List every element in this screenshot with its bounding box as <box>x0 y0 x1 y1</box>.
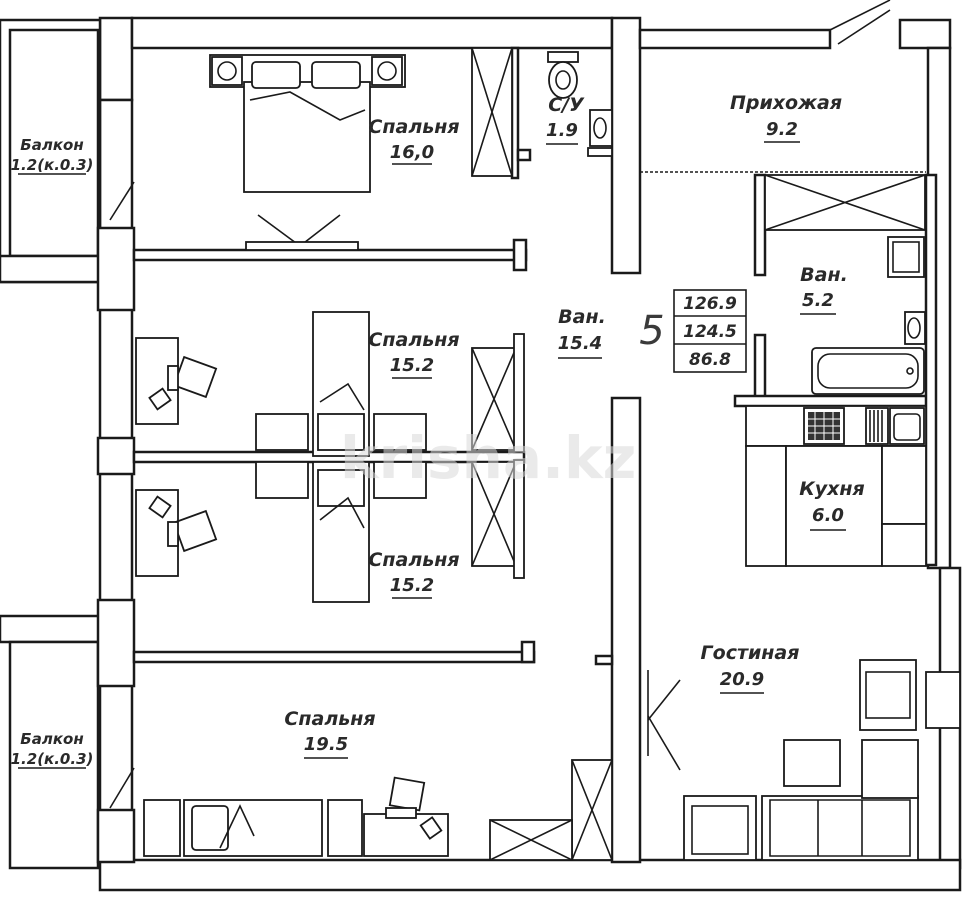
living-room-name: Гостиная <box>701 642 800 664</box>
rooms-count: 5 <box>639 308 664 354</box>
bath-big-name: Ван. <box>558 306 606 328</box>
kitchen-area: 6.0 <box>812 505 844 526</box>
balcony-bottom-name: Балкон <box>20 730 83 748</box>
bedroom-3-furniture <box>135 459 525 603</box>
kitchen-name: Кухня <box>799 478 865 500</box>
bedroom-2-furniture <box>135 311 525 457</box>
balcony-top-area: 1.2(к.0.3) <box>11 156 94 174</box>
bedroom-4-name: Спальня <box>284 708 375 730</box>
balcony-top <box>0 18 102 284</box>
wc-fixtures <box>547 51 613 157</box>
wall-top-right <box>638 28 832 50</box>
wall-center-top <box>610 16 642 275</box>
wall-bottom <box>98 858 962 892</box>
kitchen-furniture <box>745 405 927 567</box>
bedroom-2-name: Спальня <box>368 329 459 351</box>
hallway-name: Прихожая <box>730 92 842 114</box>
bedroom-1-name: Спальня <box>368 116 459 138</box>
hallway-area: 9.2 <box>766 119 798 140</box>
wall-top-left <box>98 16 134 102</box>
balcony-bottom-area: 1.2(к.0.3) <box>11 750 94 768</box>
stove-icon <box>808 412 840 440</box>
bath-big-area: 15.4 <box>558 333 602 354</box>
area-without-balconies: 124.5 <box>683 322 737 342</box>
bath-small-name: Ван. <box>800 264 848 286</box>
wc-name: С/У <box>548 94 585 116</box>
interior-walls <box>132 46 938 864</box>
window-blocks <box>96 181 136 864</box>
wall-left <box>98 98 134 862</box>
wall-top-corner <box>898 18 952 50</box>
apartment-summary: 5 126.9 124.5 86.8 <box>639 289 747 373</box>
bath-small-area: 5.2 <box>802 290 834 311</box>
bedroom-3-name: Спальня <box>368 549 459 571</box>
hallway-furniture <box>764 174 926 395</box>
labels: Балкон 1.2(к.0.3) Балкон 1.2(к.0.3) Спал… <box>11 92 865 769</box>
living-room-furniture <box>647 659 961 861</box>
wall-top <box>130 16 614 50</box>
balcony-bottom <box>0 614 102 870</box>
bedroom-3-area: 15.2 <box>390 575 434 596</box>
bedroom-2-area: 15.2 <box>390 355 434 376</box>
watermark: krisha.kz <box>340 424 636 492</box>
total-area: 126.9 <box>683 294 737 314</box>
wc-area: 1.9 <box>546 120 578 141</box>
bedroom-4-furniture <box>143 759 613 861</box>
bedroom-4-area: 19.5 <box>304 734 348 755</box>
bedroom-1-furniture <box>209 47 513 251</box>
living-area: 86.8 <box>689 350 731 370</box>
bedroom-1-area: 16,0 <box>390 142 434 163</box>
living-room-area: 20.9 <box>720 669 764 690</box>
balcony-top-name: Балкон <box>20 136 83 154</box>
